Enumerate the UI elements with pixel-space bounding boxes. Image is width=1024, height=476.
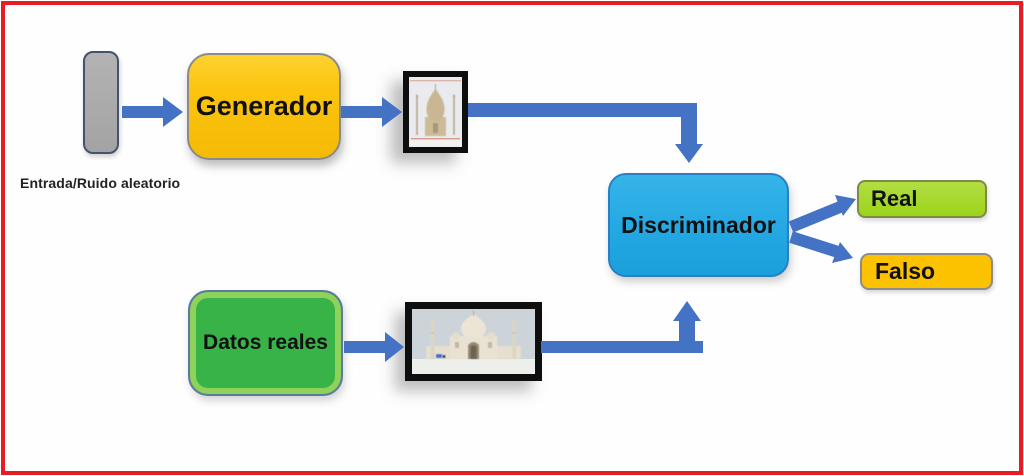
real-data-box: Datos reales xyxy=(188,290,343,396)
real-data-label: Datos reales xyxy=(203,331,328,354)
arrow-real-image-to-discriminator xyxy=(541,301,703,353)
arrow-real-data-to-real-image xyxy=(344,332,404,362)
generated-image-frame xyxy=(403,71,468,153)
discriminator-box: Discriminador xyxy=(608,173,789,277)
arrow-generated-image-to-discriminator xyxy=(468,103,703,163)
generator-label: Generador xyxy=(195,91,333,121)
arrow-discriminator-to-real xyxy=(788,195,856,233)
real-image-frame xyxy=(405,302,542,381)
noise-input-box xyxy=(83,51,119,154)
generated-taj-mahal-image-icon xyxy=(409,77,462,147)
output-false-box: Falso xyxy=(860,253,993,290)
output-real-label: Real xyxy=(871,186,918,211)
arrow-noise-to-generator xyxy=(122,97,183,127)
generator-box: Generador xyxy=(187,53,341,160)
noise-input-caption: Entrada/Ruido aleatorio xyxy=(20,175,181,191)
real-taj-mahal-photo-icon xyxy=(412,309,535,374)
discriminator-label: Discriminador xyxy=(621,211,776,238)
output-real-box: Real xyxy=(857,180,987,218)
output-false-label: Falso xyxy=(875,258,936,284)
arrow-generator-to-generated-image xyxy=(341,97,402,127)
arrow-discriminator-to-false xyxy=(789,231,853,263)
